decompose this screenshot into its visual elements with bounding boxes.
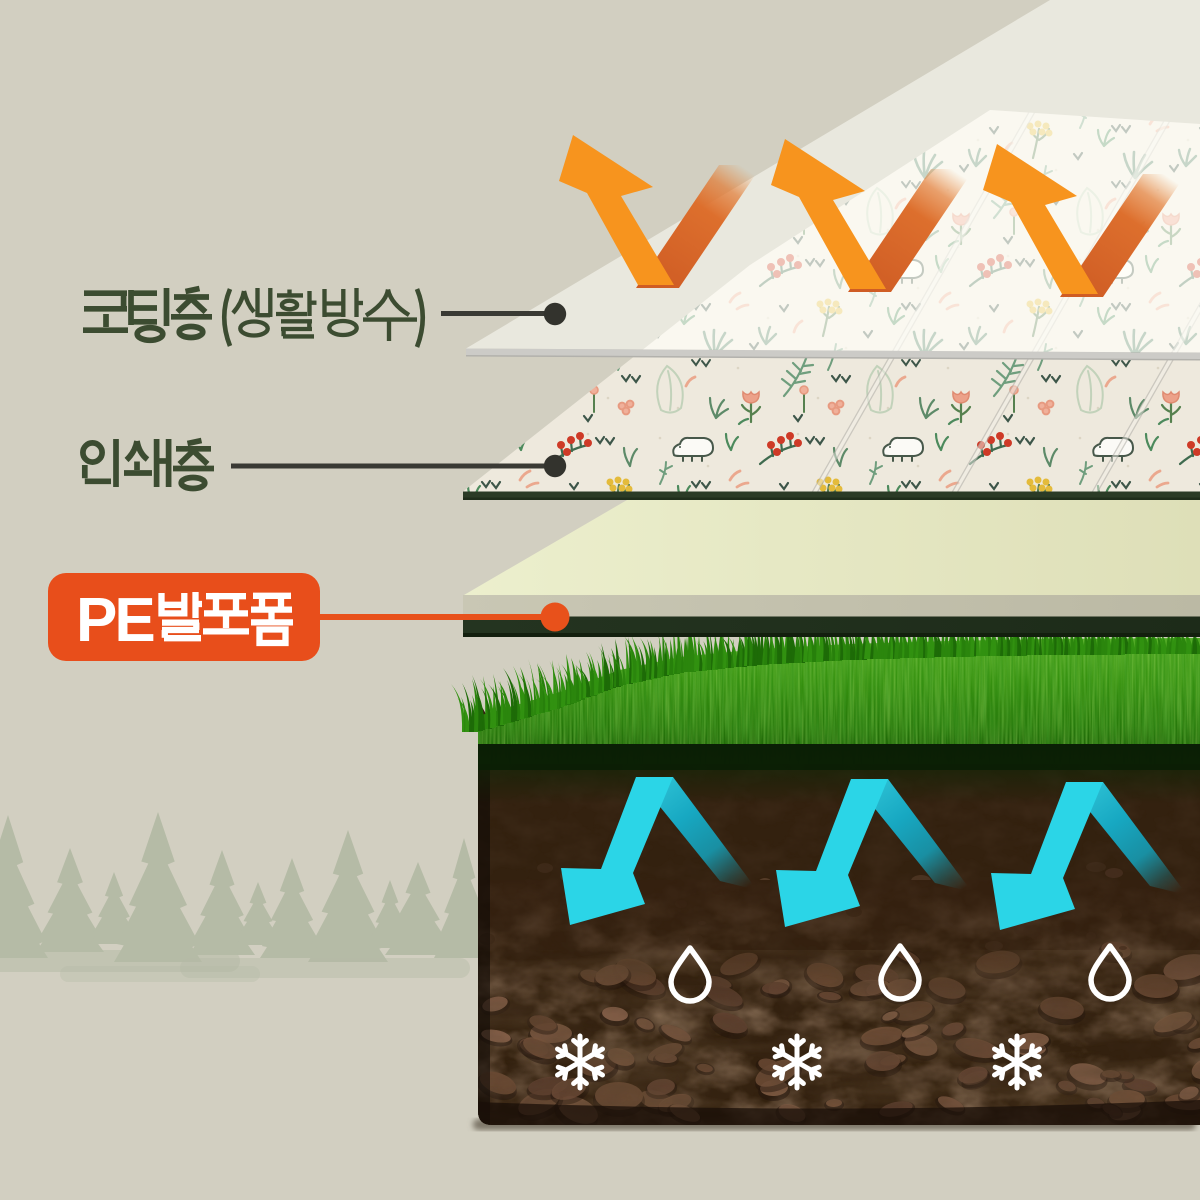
svg-text:PE: PE <box>76 586 153 655</box>
